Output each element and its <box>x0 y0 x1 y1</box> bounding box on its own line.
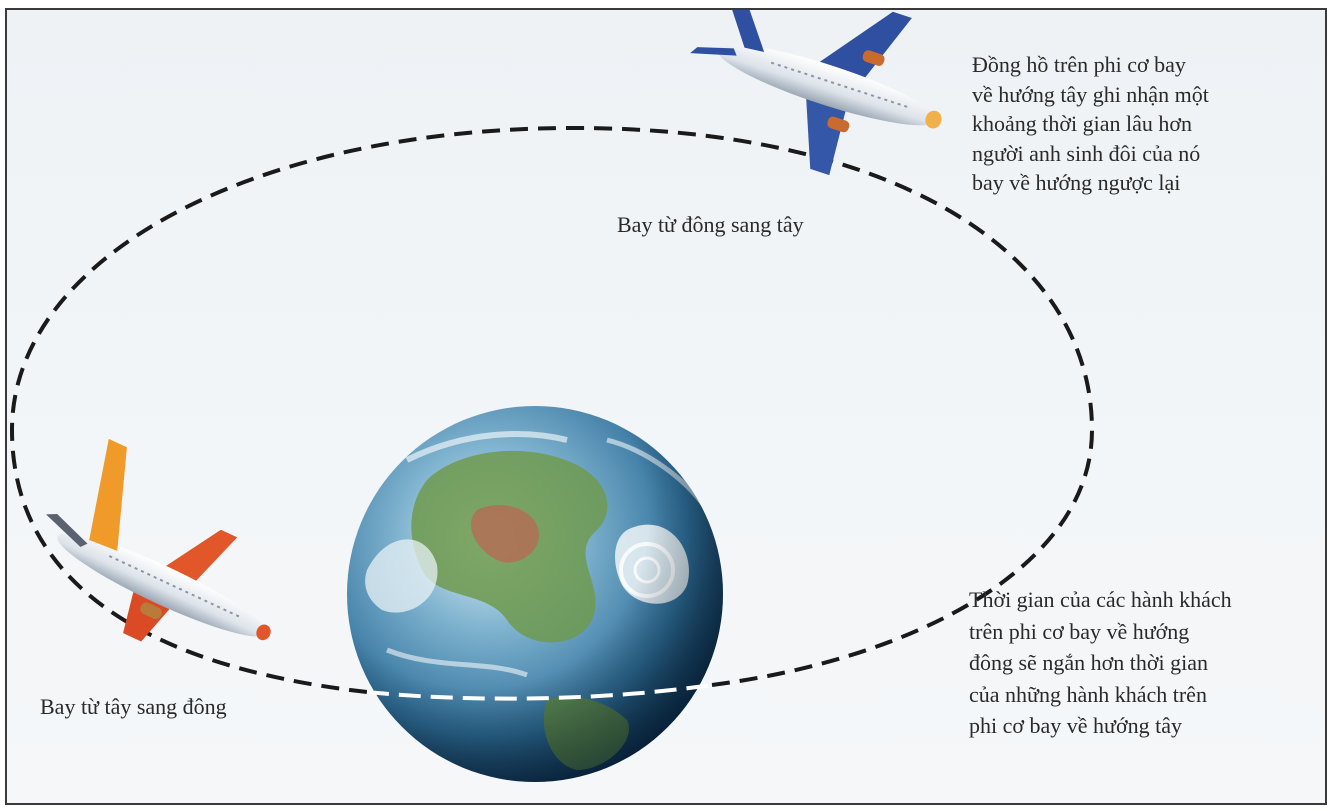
note-eastbound-passengers: Thời gian của các hành khách trên phi cơ… <box>969 584 1232 742</box>
note-line: người anh sinh đôi của nó <box>972 140 1201 166</box>
note-line: khoảng thời gian lâu hơn <box>972 111 1193 136</box>
airplane-orange-tail-icon <box>45 438 271 642</box>
note-line: của những hành khách trên <box>969 681 1207 707</box>
diagram-scene <box>9 10 1095 782</box>
note-line: trên phi cơ bay về hướng <box>969 618 1190 644</box>
diagram-frame: Bay từ đông sang tây Bay từ tây sang đôn… <box>5 8 1327 805</box>
note-line: về hướng tây ghi nhận một <box>972 81 1209 107</box>
label-west-to-east: Bay từ tây sang đông <box>40 694 227 719</box>
note-line: đông sẽ ngắn hơn thời gian <box>969 650 1208 675</box>
orbit-front-segment <box>366 683 713 701</box>
note-line: Đồng hồ trên phi cơ bay <box>972 52 1186 77</box>
airplane-blue-tail-icon <box>690 10 942 176</box>
note-westbound-clock: Đồng hồ trên phi cơ bay về hướng tây ghi… <box>972 50 1209 198</box>
globe-icon <box>347 406 723 782</box>
note-line: phi cơ bay về hướng tây <box>969 713 1182 738</box>
note-line: bay về hướng ngược lại <box>972 170 1181 195</box>
top-cropped-caption <box>0 0 1335 8</box>
label-east-to-west: Bay từ đông sang tây <box>617 212 804 237</box>
orbit-path <box>9 125 1095 694</box>
note-line: Thời gian của các hành khách <box>969 587 1232 612</box>
